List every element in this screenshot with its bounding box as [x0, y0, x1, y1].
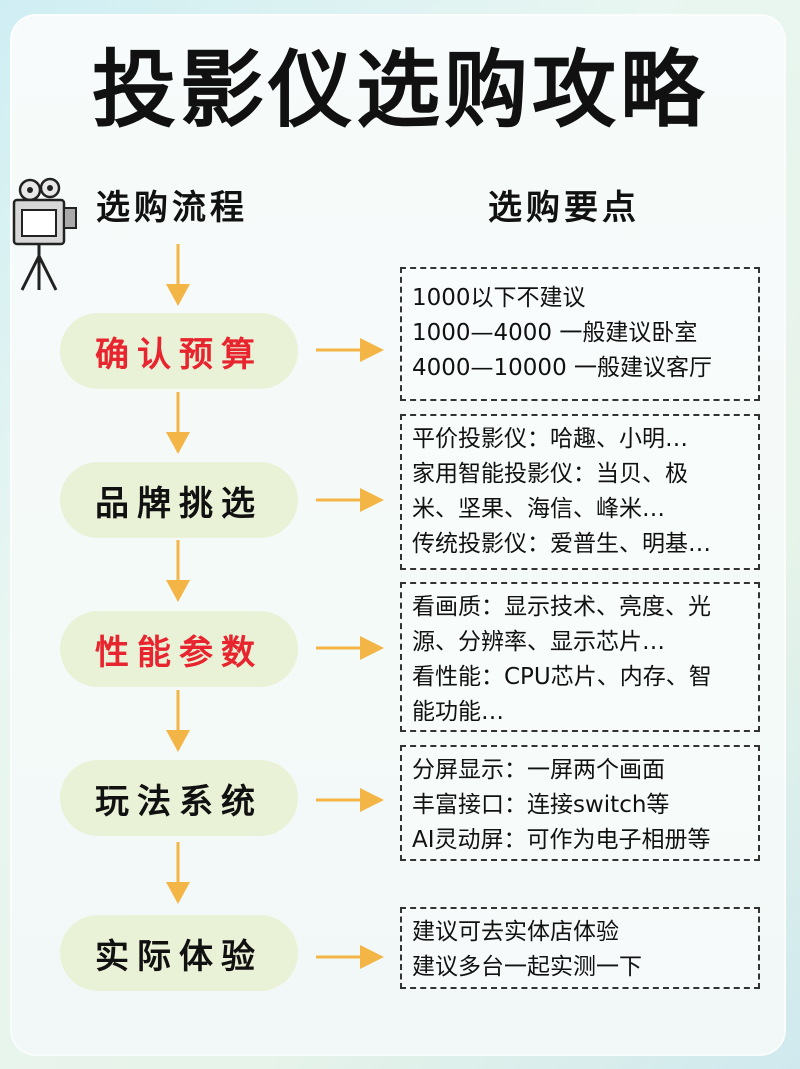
specs-points: 看画质：显示技术、亮度、光 源、分辨率、显示芯片… 看性能：CPU芯片、内存、智… [400, 582, 760, 732]
down-arrow-icon [166, 690, 190, 752]
experience-points: 建议可去实体店体验 建议多台一起实测一下 [400, 907, 760, 989]
point-text: 平价投影仪：哈趣、小明… [412, 426, 688, 452]
step-brand: 品牌挑选 [60, 462, 298, 538]
point-text: 米、坚果、海信、峰米… [412, 496, 665, 522]
point-text: 家用智能投影仪：当贝、极 [412, 461, 688, 487]
page-title: 投影仪选购攻略 [91, 41, 708, 139]
down-arrow-icon [166, 244, 190, 306]
point-text: 分屏显示：一屏两个画面 [412, 757, 665, 783]
brand-points: 平价投影仪：哈趣、小明… 家用智能投影仪：当贝、极 米、坚果、海信、峰米… 传统… [400, 414, 760, 570]
right-arrow-icon [316, 945, 384, 969]
step-specs: 性能参数 [60, 611, 298, 687]
flow-header: 选购流程 [96, 188, 248, 228]
right-arrow-icon [316, 788, 384, 812]
budget-points: 1000以下不建议 1000—4000 一般建议卧室 4000—10000 一般… [400, 267, 760, 401]
down-arrow-icon [166, 392, 190, 454]
right-arrow-icon [316, 636, 384, 660]
point-text: 看性能：CPU芯片、内存、智 [412, 664, 712, 690]
point-text: 1000—4000 一般建议卧室 [412, 320, 698, 346]
right-arrow-icon [316, 338, 384, 362]
step-system: 玩法系统 [60, 760, 298, 836]
point-text: 丰富接口：连接switch等 [412, 792, 670, 818]
right-arrow-icon [316, 488, 384, 512]
point-text: 4000—10000 一般建议客厅 [412, 355, 713, 381]
point-text: 源、分辨率、显示芯片… [412, 629, 665, 655]
point-text: 看画质：显示技术、亮度、光 [412, 594, 711, 620]
step-budget: 确认预算 [60, 313, 298, 389]
projector-illustration [12, 177, 77, 291]
point-text: 传统投影仪：爱普生、明基… [412, 531, 711, 557]
down-arrow-icon [166, 842, 190, 904]
points-header: 选购要点 [488, 188, 640, 228]
point-text: AI灵动屏：可作为电子相册等 [412, 827, 711, 853]
step-experience: 实际体验 [60, 915, 298, 991]
point-text: 建议可去实体店体验 [412, 919, 619, 945]
point-text: 能功能… [412, 699, 504, 725]
down-arrow-icon [166, 540, 190, 602]
system-points: 分屏显示：一屏两个画面 丰富接口：连接switch等 AI灵动屏：可作为电子相册… [400, 745, 760, 861]
point-text: 1000以下不建议 [412, 285, 586, 311]
point-text: 建议多台一起实测一下 [412, 954, 642, 980]
